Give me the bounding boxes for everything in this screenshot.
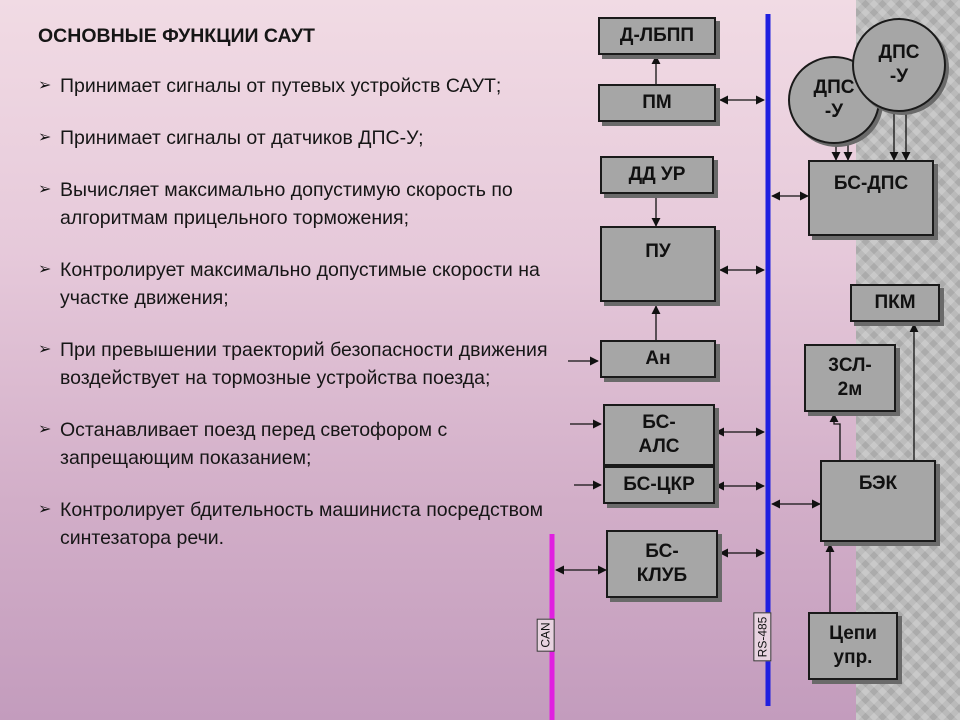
bullet-text: Останавливает поезд перед светофором с з… <box>60 419 448 469</box>
bullet-item: ➢ Контролирует бдительность машиниста пос… <box>38 496 548 552</box>
block-dlbpp: Д-ЛБПП <box>598 17 716 55</box>
arrow-bullet-icon: ➢ <box>38 181 52 198</box>
bullet-item: ➢ Принимает сигналы от датчиков ДПС-У; <box>38 124 548 152</box>
bullet-item: ➢ Контролирует максимально допустимые ско… <box>38 256 548 312</box>
bullet-text: Вычисляет максимально допустимую скорост… <box>60 179 513 229</box>
bullet-item: ➢ Останавливает поезд перед светофором с … <box>38 416 548 472</box>
bullet-text: Контролирует максимально допустимые скор… <box>60 259 540 309</box>
arrow-bullet-icon: ➢ <box>38 129 52 146</box>
block-dd-ur: ДД УР <box>600 156 714 194</box>
bullet-item: ➢ При превышении траекторий безопасности … <box>38 336 548 392</box>
block-pu: ПУ <box>600 226 716 302</box>
block-bs-als: БС- АЛС <box>603 404 715 466</box>
bullet-item: ➢ Вычисляет максимально допустимую скорос… <box>38 176 548 232</box>
block-bs-dps: БС-ДПС <box>808 160 934 236</box>
functions-panel: ОСНОВНЫЕ ФУНКЦИИ САУТ ➢ Принимает сигналы… <box>38 22 548 576</box>
bullet-text: Контролирует бдительность машиниста поср… <box>60 499 544 549</box>
block-an: Ан <box>600 340 716 378</box>
block-bs-klub: БС- КЛУБ <box>606 530 718 598</box>
bullet-text: Принимает сигналы от датчиков ДПС-У; <box>60 127 424 149</box>
bullet-text: Принимает сигналы от путевых устройств С… <box>60 75 502 97</box>
arrow-bullet-icon: ➢ <box>38 77 52 94</box>
bullet-item: ➢ Принимает сигналы от путевых устройств … <box>38 72 548 100</box>
can-bus-label: CAN <box>536 618 555 652</box>
block-pkm: ПКМ <box>850 284 940 322</box>
rs485-bus-label: RS-485 <box>753 612 772 662</box>
block-bs-tskr: БС-ЦКР <box>603 466 715 504</box>
sensor-dps-u-right: ДПС -У <box>852 18 946 112</box>
block-pm: ПМ <box>598 84 716 122</box>
arrow-bullet-icon: ➢ <box>38 341 52 358</box>
bullet-text: При превышении траекторий безопасности д… <box>60 339 548 389</box>
block-3sl-2m: 3СЛ- 2м <box>804 344 896 412</box>
arrow-bullet-icon: ➢ <box>38 421 52 438</box>
block-tsepi-upr: Цепи упр. <box>808 612 898 680</box>
arrow-bullet-icon: ➢ <box>38 261 52 278</box>
arrow-bullet-icon: ➢ <box>38 501 52 518</box>
link-bek-zsl2m <box>829 413 841 460</box>
panel-title: ОСНОВНЫЕ ФУНКЦИИ САУТ <box>38 25 315 47</box>
block-bek: БЭК <box>820 460 936 542</box>
